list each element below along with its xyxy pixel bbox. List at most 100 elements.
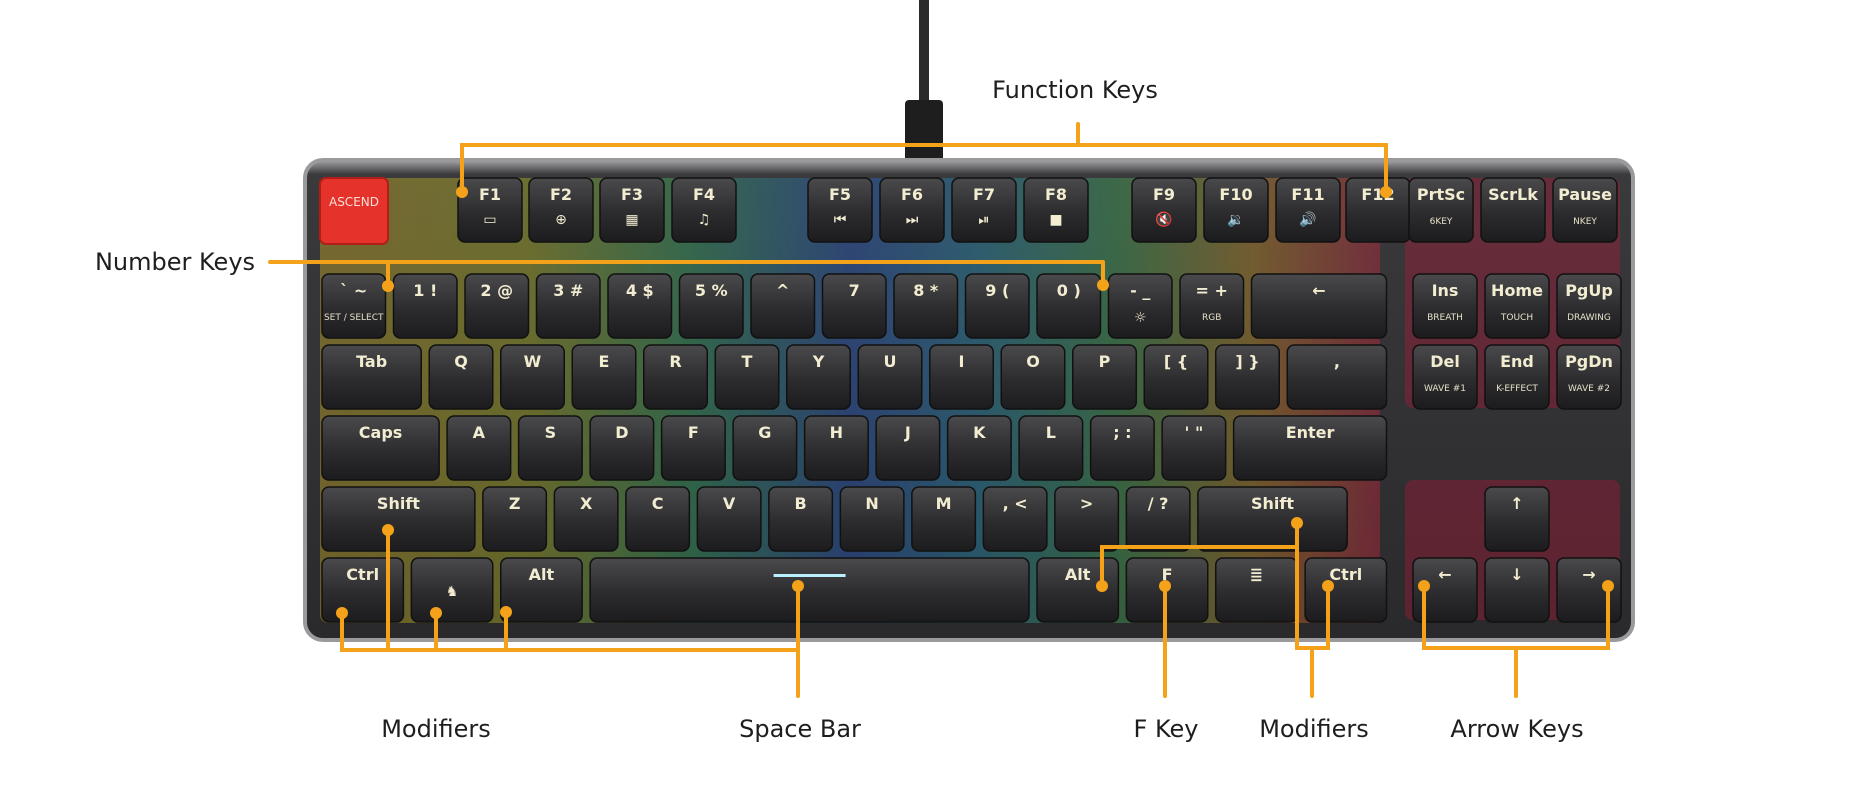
key-bottom_row-6-symbol[interactable]: ≣ — [1215, 557, 1298, 623]
key-shift_row-8-symbol[interactable]: , < — [982, 486, 1048, 552]
key-tab_row-10-p[interactable]: P — [1072, 344, 1137, 410]
key-legend: W — [524, 352, 542, 371]
key-number_row-7-7[interactable]: 7 — [821, 273, 887, 339]
play-pause-icon: ⏯ — [978, 212, 989, 228]
key-esc_row-3-f4[interactable]: F4♫ — [671, 177, 737, 243]
key-esc_row-10-f11[interactable]: F11🔊 — [1275, 177, 1341, 243]
key-tab_row-11-symbol[interactable]: [ { — [1143, 344, 1209, 410]
key-bottom_row-8-symbol[interactable]: ← — [1412, 557, 1478, 623]
key-shift_row-3-c[interactable]: C — [625, 486, 691, 552]
key-shift_row-9-symbol[interactable]: > — [1054, 486, 1120, 552]
key-esc_row-2-f3[interactable]: F3▦ — [599, 177, 665, 243]
key-caps_row-8-k[interactable]: K — [946, 415, 1012, 481]
key-number_row-13-symbol[interactable]: ← — [1250, 273, 1388, 339]
key-esc_row-13-scrlk[interactable]: ScrLk — [1480, 177, 1546, 243]
key-caps_row-12-enter[interactable]: Enter — [1232, 415, 1388, 481]
key-esc_row-1-f2[interactable]: F2⊕ — [528, 177, 594, 243]
key-esc_row-8-f9[interactable]: F9🔇 — [1131, 177, 1197, 243]
key-number_row-12-symbol[interactable]: = +RGB — [1179, 273, 1245, 339]
usb-connector — [905, 100, 943, 162]
key-esc_row-5-f6[interactable]: F6⏭ — [879, 177, 945, 243]
key-bottom_row-3-spacebar-bar[interactable] — [589, 557, 1030, 623]
key-shift_row-11-shift[interactable]: Shift — [1197, 486, 1348, 552]
key-number_row-2-2[interactable]: 2 @ — [464, 273, 530, 339]
key-tab_row-8-i[interactable]: I — [929, 344, 994, 410]
key-legend: S — [545, 423, 557, 442]
key-legend: Pause — [1558, 185, 1612, 204]
key-tab_row-13-symbol[interactable]: , — [1286, 344, 1388, 410]
key-legend: 2 @ — [480, 281, 513, 300]
key-number_row-5-5[interactable]: 5 % — [678, 273, 744, 339]
key-tab_row-0-tab[interactable]: Tab — [321, 344, 422, 410]
key-caps_row-5-g[interactable]: G — [732, 415, 798, 481]
key-sublegend: K-EFFECT — [1496, 384, 1538, 394]
key-caps_row-3-d[interactable]: D — [589, 415, 655, 481]
key-shift_row-2-x[interactable]: X — [553, 486, 619, 552]
key-tab_row-12-symbol[interactable]: ] } — [1215, 344, 1280, 410]
key-shift_row-4-v[interactable]: V — [696, 486, 762, 552]
key-bottom_row-2-alt[interactable]: Alt — [500, 557, 583, 623]
key-tab_row-1-q[interactable]: Q — [428, 344, 494, 410]
key-esc_row-4-f5[interactable]: F5⏮ — [807, 177, 873, 243]
key-number_row-3-3[interactable]: 3 # — [535, 273, 601, 339]
key-tab_row-6-y[interactable]: Y — [786, 344, 851, 410]
key-caps_row-2-s[interactable]: S — [517, 415, 583, 481]
key-caps_row-11-symbol[interactable]: ' " — [1161, 415, 1227, 481]
key-tab_row-5-t[interactable]: T — [714, 344, 780, 410]
key-bottom_row-1-glorious-logo-icon[interactable]: ♞ — [410, 557, 494, 623]
key-esc_row-11-f12[interactable]: F12 — [1345, 177, 1411, 243]
key-shift_row-7-m[interactable]: M — [911, 486, 977, 552]
key-number_row-11-symbol[interactable]: - _☼ — [1107, 273, 1173, 339]
key-number_row-4-4[interactable]: 4 $ — [607, 273, 673, 339]
key-number_row-1-1[interactable]: 1 ! — [392, 273, 458, 339]
key-caps_row-9-l[interactable]: L — [1018, 415, 1084, 481]
key-tab_row-3-e[interactable]: E — [571, 344, 637, 410]
key-caps_row-7-j[interactable]: J — [875, 415, 941, 481]
key-esc_row-7-f8[interactable]: F8■ — [1023, 177, 1089, 243]
key-caps_row-0-caps[interactable]: Caps — [321, 415, 440, 481]
key-caps_row-4-f[interactable]: F — [660, 415, 726, 481]
key-shift_row-5-b[interactable]: B — [768, 486, 834, 552]
key-bottom_row-0-ctrl[interactable]: Ctrl — [321, 557, 405, 623]
key-legend: Alt — [529, 565, 555, 584]
key-number_row-9-9[interactable]: 9 ( — [964, 273, 1030, 339]
key-caps_row-10-symbol[interactable]: ; : — [1089, 415, 1155, 481]
key-esc_row-6-f7[interactable]: F7 ⏯ — [951, 177, 1017, 243]
key-bottom_row-9-symbol[interactable]: ↓ — [1484, 557, 1550, 623]
key-esc_row-9-f10[interactable]: F10🔉 — [1203, 177, 1269, 243]
key-shift_row-1-z[interactable]: Z — [482, 486, 548, 552]
key-caps_row-1-a[interactable]: A — [446, 415, 512, 481]
key-number_row-10-0[interactable]: 0 ) — [1036, 273, 1102, 339]
key-caps_row-6-h[interactable]: H — [803, 415, 869, 481]
key-esc_row-0-f1[interactable]: F1▭ — [457, 177, 523, 243]
spacebar-indicator — [773, 574, 846, 577]
key-tab_row-4-r[interactable]: R — [643, 344, 708, 410]
key-bottom_row-10-symbol[interactable]: → — [1556, 557, 1622, 623]
key-tab_row-9-o[interactable]: O — [1000, 344, 1066, 410]
key-bottom_row-7-ctrl[interactable]: Ctrl — [1304, 557, 1388, 623]
key-shift_row-0-shift[interactable]: Shift — [321, 486, 476, 552]
key-shift_row-10-symbol[interactable]: / ? — [1125, 486, 1191, 552]
key-tab_row-7-u[interactable]: U — [857, 344, 923, 410]
key-tab_row-2-w[interactable]: W — [500, 344, 565, 410]
key-bottom_row-4-alt[interactable]: Alt — [1036, 557, 1120, 623]
key-number_row-8-8[interactable]: 8 * — [893, 273, 959, 339]
key-legend: F7 — [973, 185, 995, 204]
key-number_row-0-symbol[interactable]: ` ~SET / SELECT — [321, 273, 387, 339]
key-legend: - _ — [1130, 281, 1150, 300]
key-number_row-6-symbol[interactable]: ^ — [750, 273, 816, 339]
brand-key[interactable]: ASCEND — [319, 177, 389, 245]
key-legend: C — [652, 494, 664, 513]
key-shift_row-6-n[interactable]: N — [839, 486, 905, 552]
key-shift_row-12-symbol[interactable]: ↑ — [1484, 486, 1550, 552]
key-legend: 4 $ — [626, 281, 654, 300]
